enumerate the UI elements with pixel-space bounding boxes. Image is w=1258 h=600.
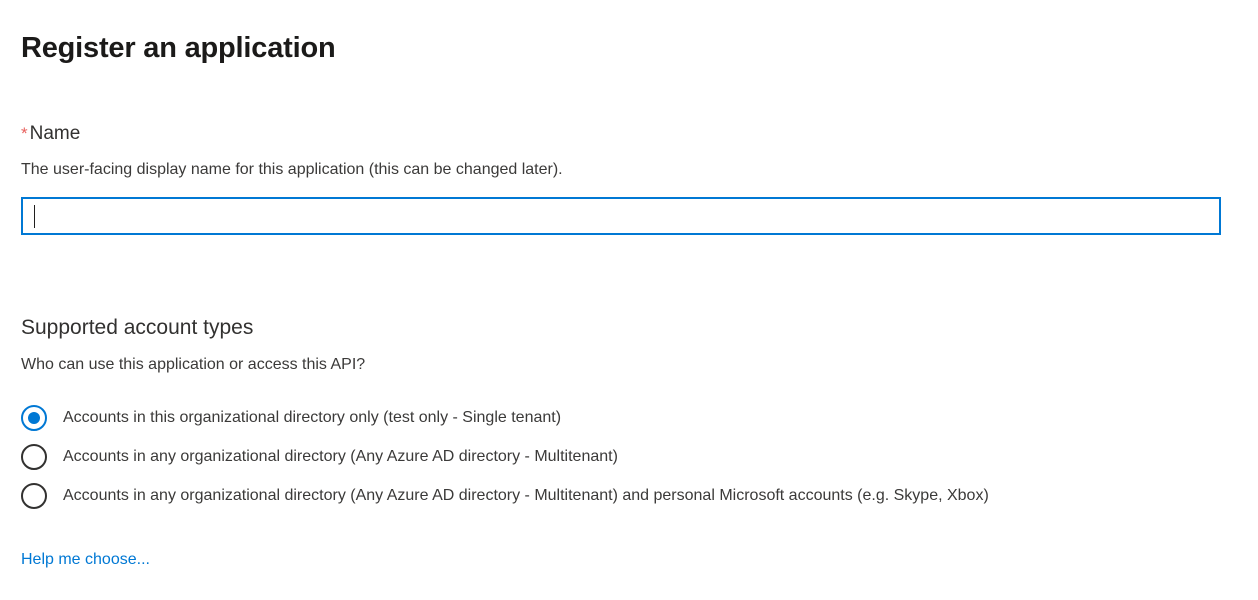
- name-input-container[interactable]: [21, 197, 1221, 235]
- section-subtitle: Who can use this application or access t…: [21, 356, 366, 373]
- name-field-group: *Name The user-facing display name for t…: [21, 121, 1223, 235]
- radio-option-multitenant-and-personal[interactable]: Accounts in any organizational directory…: [21, 476, 1231, 515]
- radio-option-label: Accounts in this organizational director…: [63, 408, 562, 426]
- radio-option-multitenant[interactable]: Accounts in any organizational directory…: [21, 437, 1231, 476]
- radio-option-label: Accounts in any organizational directory…: [63, 447, 618, 465]
- help-me-choose-link[interactable]: Help me choose...: [21, 551, 150, 568]
- radio-button-icon[interactable]: [21, 482, 47, 509]
- page-title: Register an application: [21, 32, 336, 65]
- section-title: Supported account types: [21, 316, 254, 339]
- name-field-label: *Name: [21, 121, 1223, 147]
- required-asterisk-icon: *: [21, 124, 28, 143]
- radio-option-single-tenant[interactable]: Accounts in this organizational director…: [21, 398, 1231, 437]
- account-type-radio-group: Accounts in this organizational director…: [21, 398, 1231, 515]
- supported-account-types-section: Supported account types Who can use this…: [21, 314, 1231, 515]
- radio-button-icon[interactable]: [21, 443, 47, 470]
- name-input[interactable]: [23, 199, 1219, 233]
- radio-option-label: Accounts in any organizational directory…: [63, 486, 989, 504]
- radio-button-icon[interactable]: [21, 404, 47, 431]
- name-label-text: Name: [29, 123, 81, 144]
- name-field-description: The user-facing display name for this ap…: [21, 161, 563, 178]
